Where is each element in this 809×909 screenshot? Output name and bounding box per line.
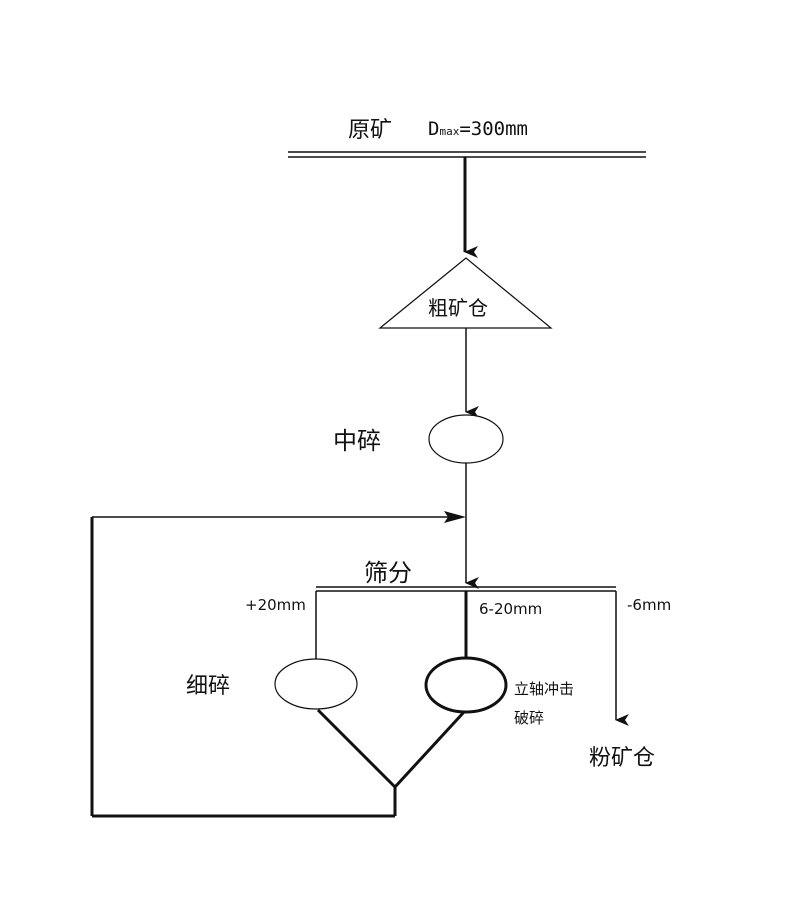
vsi-label-line2: 破碎 (514, 709, 544, 727)
vsi-label-line1: 立轴冲击 (514, 680, 574, 698)
recycle-arrowhead (444, 511, 466, 523)
vsi-crush-ellipse (424, 656, 508, 714)
fine-crush-ellipse (274, 658, 358, 710)
6-20mm-label: 6-20mm (479, 600, 542, 618)
medium-crush-label: 中碎 (333, 427, 381, 455)
fines-bin-label: 粉矿仓 (589, 746, 655, 771)
plus-20mm-label: +20mm (245, 596, 306, 614)
dmax-label: Dmax=300mm (428, 118, 528, 140)
dmax-symbol: D (428, 118, 439, 140)
line-fine-crush-to-junction (316, 708, 397, 789)
fine-crush-label: 细碎 (186, 674, 230, 699)
coarse-bin-label: 粗矿仓 (428, 296, 488, 320)
minus-6mm-label: -6mm (627, 596, 671, 614)
feed-label: 原矿 (348, 118, 392, 143)
dmax-value: =300mm (459, 118, 528, 140)
dmax-subscript: max (439, 125, 459, 138)
line-vsi-to-junction (393, 710, 466, 789)
medium-crush-ellipse (428, 414, 504, 464)
screening-label: 筛分 (364, 559, 412, 587)
